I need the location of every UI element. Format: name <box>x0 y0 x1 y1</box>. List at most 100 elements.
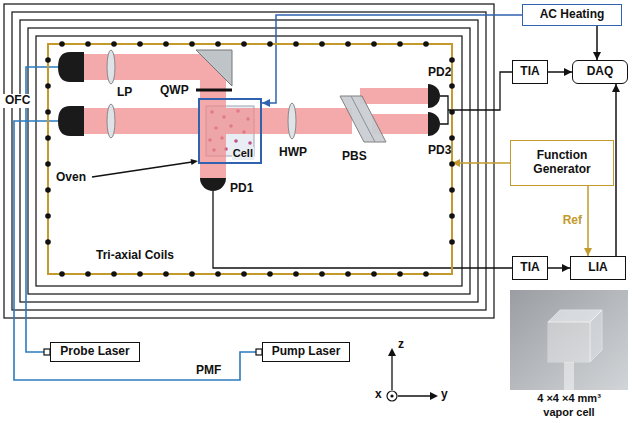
coil-dot <box>345 271 351 277</box>
glass-cube-side <box>590 310 602 362</box>
box-label: AC Heating <box>540 8 605 22</box>
coil-dot <box>45 109 51 115</box>
polarizer-lens <box>107 50 115 84</box>
polarizer-lens <box>107 104 115 138</box>
coil-dot <box>111 271 117 277</box>
coil-dot <box>319 41 325 47</box>
coil-dot <box>397 41 403 47</box>
generator-box: Function Generator <box>510 140 614 186</box>
coil-dot <box>45 83 51 89</box>
axis-dot <box>390 394 393 397</box>
shield-layer <box>20 20 478 302</box>
axis-line <box>398 395 431 396</box>
photo-caption: 4 ×4 ×4 mm³ <box>537 392 601 405</box>
oven-cell: Cell <box>198 98 262 164</box>
part-label: HWP <box>279 146 307 160</box>
coil-dot <box>137 271 143 277</box>
edge-label: Ref <box>563 214 582 228</box>
magnetic-shield <box>4 4 494 318</box>
coil-dot <box>267 41 273 47</box>
coil-dot <box>163 271 169 277</box>
coil-dot <box>111 41 117 47</box>
coil-dot <box>449 57 455 63</box>
half-wave-plate <box>288 103 296 139</box>
coil-dot <box>267 271 273 277</box>
part-label: Oven <box>56 171 86 185</box>
fiber-line <box>26 67 58 352</box>
daq-box: DAQ <box>572 60 628 84</box>
coil-dot <box>449 109 455 115</box>
coil-dot <box>345 41 351 47</box>
coil-dot <box>449 83 455 89</box>
amplifier-box: TIA <box>512 256 548 280</box>
quarter-wave-plate <box>196 89 232 92</box>
laser-box: Probe Laser <box>50 342 140 362</box>
detector-wire <box>448 72 512 110</box>
axis-line <box>391 355 392 390</box>
signal-arrow <box>615 84 617 256</box>
coil-dot <box>85 271 91 277</box>
beam-splitter <box>340 96 386 142</box>
coil-dot <box>163 41 169 47</box>
fiber-label: PMF <box>196 364 221 378</box>
glass-stem <box>564 362 574 390</box>
box-label: LIA <box>588 261 607 275</box>
cell-label: Cell <box>232 147 254 160</box>
coil-dot <box>449 187 455 193</box>
detector-label: PD3 <box>428 144 451 158</box>
laser-box: Pump Laser <box>262 342 350 362</box>
coil-label: Tri-axial Coils <box>96 249 174 263</box>
coil-dot <box>319 271 325 277</box>
detector-label: PD2 <box>428 66 451 80</box>
coil-dot <box>241 41 247 47</box>
beam-splitter-face <box>351 96 375 142</box>
coil-dot <box>137 41 143 47</box>
signal-arrow <box>596 26 598 60</box>
photo-caption: vapor cell <box>543 406 594 419</box>
axis-arrowhead <box>430 392 438 400</box>
fiber-collimator <box>58 52 84 82</box>
box-label: DAQ <box>587 65 614 79</box>
axis-symbol <box>387 348 438 401</box>
part-label: PBS <box>342 150 367 164</box>
coil-dot <box>45 161 51 167</box>
coil-dot <box>423 271 429 277</box>
photo-ground <box>510 290 628 390</box>
coil-dot <box>449 239 455 245</box>
cell-photo <box>510 290 628 390</box>
coil-line <box>48 44 452 274</box>
coil-frame: Tri-axial Coils Cell <box>48 44 452 274</box>
coil-dot <box>45 239 51 245</box>
axis-label: z <box>398 338 404 352</box>
atom-dot <box>234 139 238 143</box>
coil-dot <box>397 271 403 277</box>
shield-layer <box>4 4 494 318</box>
leader-line <box>92 162 192 177</box>
signal-wire <box>92 72 512 268</box>
coil-dot <box>45 135 51 141</box>
signal-arrow <box>587 186 589 256</box>
coil-dot <box>59 41 65 47</box>
signal-arrow <box>548 71 572 73</box>
coil-dot <box>45 187 51 193</box>
axis-arrowhead <box>388 348 396 356</box>
box-label: TIA <box>520 261 539 275</box>
shield-layer <box>36 36 462 286</box>
signal-arrow <box>262 15 522 103</box>
part-label: QWP <box>160 84 189 98</box>
lockin-box: LIA <box>570 256 626 280</box>
coil-dot <box>215 41 221 47</box>
photodiode <box>428 112 440 136</box>
box-label: Probe Laser <box>60 345 129 359</box>
box-label: TIA <box>520 65 539 79</box>
detector-wire <box>213 191 512 268</box>
coil-dot <box>449 161 455 167</box>
box-label: Function Generator <box>511 149 613 177</box>
coil-dot <box>189 271 195 277</box>
probe-beam <box>82 108 352 134</box>
detector-label: PD1 <box>230 182 253 196</box>
coil-dot <box>293 41 299 47</box>
atom-dot <box>248 141 252 145</box>
coil-dot <box>85 41 91 47</box>
